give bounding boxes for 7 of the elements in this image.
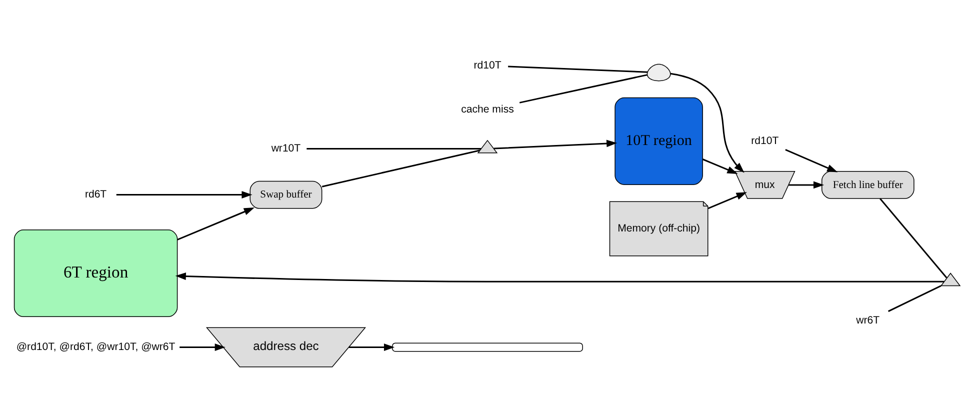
node-text: wr6T [856,314,880,326]
node-text: rd10T [473,59,501,72]
node-text: cache miss [460,102,514,115]
node-text: wr10T [270,142,300,154]
node-text: rd10T [750,134,778,146]
node-text: @rd10T, @rd6T, @wr10T, @wr6T [16,340,175,353]
node-text: rd6T [84,188,106,200]
